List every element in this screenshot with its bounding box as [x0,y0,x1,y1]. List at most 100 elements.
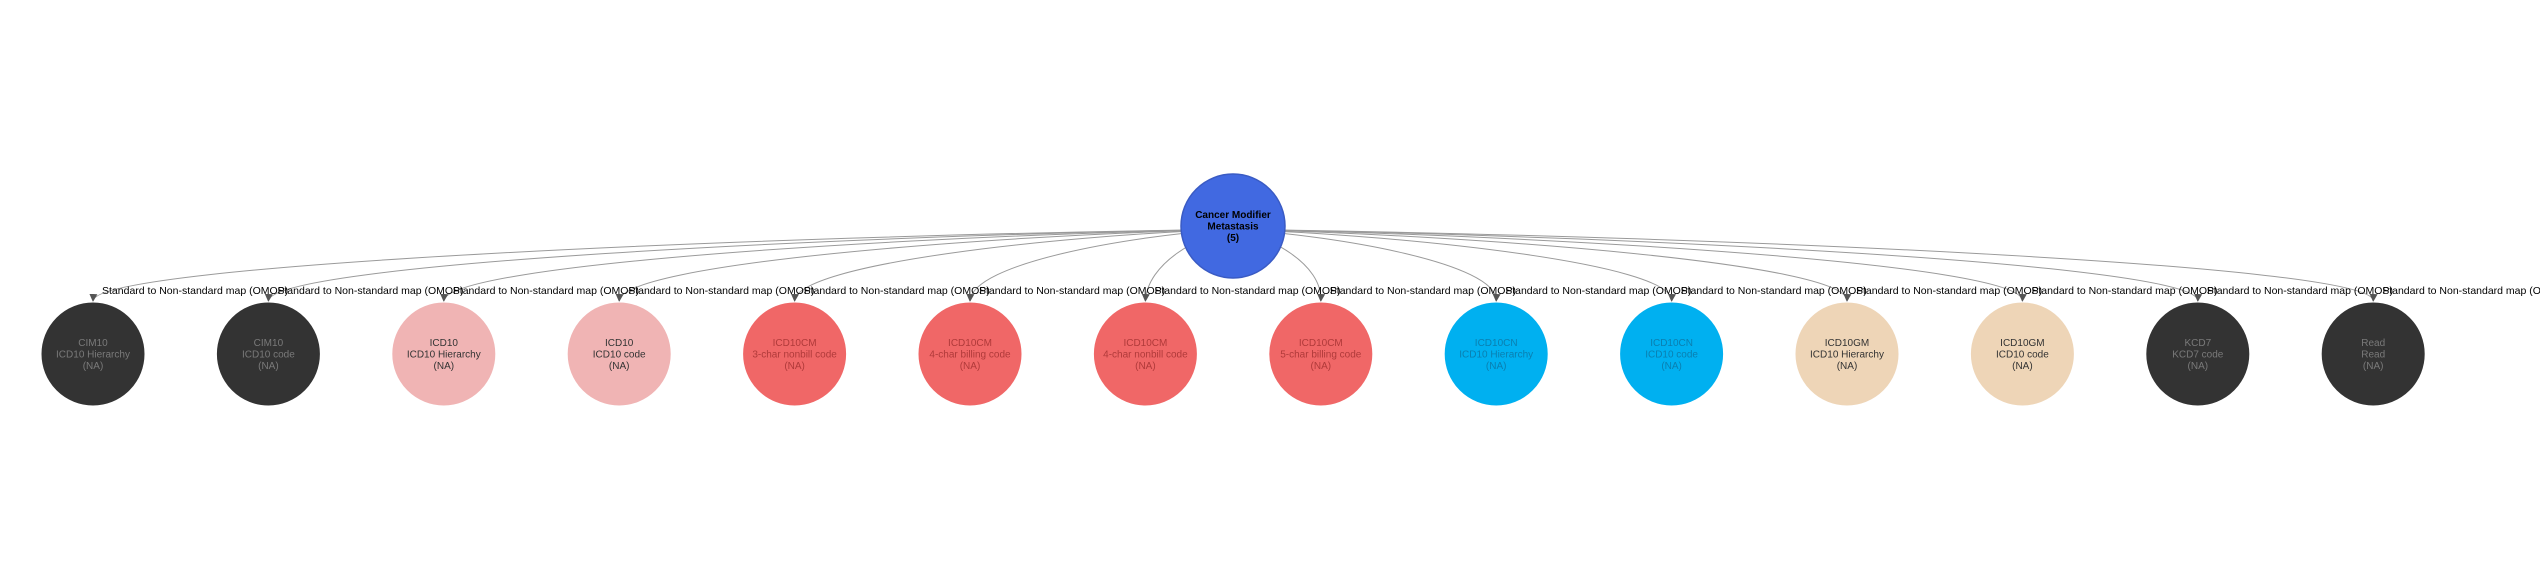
child-node-9-label-line-3: (NA) [1486,361,1507,372]
child-node-13-label-line-3: (NA) [2188,361,2209,372]
edge-14 [1278,229,2378,302]
child-node-3-label-line-3: (NA) [434,361,455,372]
edge-labels-layer: Standard to Non-standard map (OMOP)Stand… [102,285,2540,297]
child-node-1-label-line-1: CIM10 [78,338,108,349]
child-node-14-label-line-2: Read [2361,350,2385,361]
child-node-7-label-line-3: (NA) [1135,361,1156,372]
child-node-2-circle [215,301,321,407]
child-node-12-label-line-3: (NA) [2012,361,2033,372]
child-node-14-label-line-1: Read [2361,338,2385,349]
child-node-9-label-line-2: ICD10 Hierarchy [1459,350,1533,361]
child-node-3-circle [391,301,497,407]
edge-12 [1264,229,2027,302]
child-node-6-label-line-2: 4-char billing code [929,350,1011,361]
child-node-4-label-line-1: ICD10 [605,338,634,349]
child-node-8-label-line-3: (NA) [1311,361,1332,372]
child-node-14-circle [2320,301,2426,407]
edge-4 [615,229,1209,302]
child-node-13-label-line-2: KCD7 code [2172,350,2224,361]
child-node-1-label-line-2: ICD10 Hierarchy [56,350,130,361]
child-node-5-label-line-2: 3-char nonbill code [752,350,837,361]
child-node-1-circle [40,301,146,407]
child-node-4-label-line-2: ICD10 code [593,350,646,361]
root-node-label-line-1: Cancer Modifier [1195,210,1271,221]
edge-label-7: Standard to Non-standard map (OMOP) [1154,285,1340,297]
child-node-10-label-line-2: ICD10 code [1645,350,1698,361]
edge-5 [791,229,1216,302]
child-node-2-label-line-1: CIM10 [254,338,284,349]
edge-label-1: Standard to Non-standard map (OMOP) [102,285,288,297]
edge-13 [1271,229,2203,302]
child-node-11-label-line-1: ICD10GM [1825,338,1869,349]
edge-label-6: Standard to Non-standard map (OMOP) [979,285,1165,297]
child-node-12-circle [1969,301,2075,407]
child-node-7-circle [1092,301,1198,407]
child-node-4-label-line-3: (NA) [609,361,630,372]
child-node-6-label-line-1: ICD10CM [948,338,992,349]
child-node-4-circle [566,301,672,407]
child-node-7-label-line-1: ICD10CM [1123,338,1167,349]
child-node-11-circle [1794,301,1900,407]
child-node-3-label-line-2: ICD10 Hierarchy [407,350,481,361]
child-node-10-label-line-3: (NA) [1661,361,1682,372]
child-node-13-label-line-1: KCD7 [2184,338,2211,349]
child-node-7-label-line-2: 4-char nonbill code [1103,350,1188,361]
root-node-label-line-2: Metastasis [1207,222,1259,233]
child-node-2-label-line-3: (NA) [258,361,279,372]
child-node-9-circle [1443,301,1549,407]
child-node-6-label-line-3: (NA) [960,361,981,372]
child-node-2-label-line-2: ICD10 code [242,350,295,361]
edge-label-4: Standard to Non-standard map (OMOP) [628,285,814,297]
edge-label-13: Standard to Non-standard map (OMOP) [2207,285,2393,297]
child-node-10-label-line-1: ICD10CN [1650,338,1693,349]
edge-label-8: Standard to Non-standard map (OMOP) [1330,285,1516,297]
child-node-12-label-line-2: ICD10 code [1996,350,2049,361]
child-node-9-label-line-1: ICD10CN [1475,338,1518,349]
edge-label-11: Standard to Non-standard map (OMOP) [1856,285,2042,297]
child-node-8-label-line-1: ICD10CM [1299,338,1343,349]
edge-label-12: Standard to Non-standard map (OMOP) [2031,285,2217,297]
child-node-1-label-line-3: (NA) [83,361,104,372]
child-node-5-circle [742,301,848,407]
child-node-6-circle [917,301,1023,407]
edge-3 [440,229,1202,302]
edge-1 [89,229,1188,302]
child-node-8-label-line-2: 5-char billing code [1280,350,1362,361]
edge-10 [1250,229,1676,302]
edge-label-10: Standard to Non-standard map (OMOP) [1681,285,1867,297]
root-node-circle [1180,173,1286,279]
edge-label-2: Standard to Non-standard map (OMOP) [277,285,463,297]
child-node-5-label-line-1: ICD10CM [773,338,817,349]
edge-label-14: Standard to Non-standard map (OMOP) [2382,285,2540,297]
edge-label-3: Standard to Non-standard map (OMOP) [453,285,639,297]
edge-label-9: Standard to Non-standard map (OMOP) [1505,285,1691,297]
child-node-12-label-line-1: ICD10GM [2000,338,2044,349]
root-node-label-line-3: (5) [1227,233,1239,244]
child-node-8-circle [1268,301,1374,407]
child-node-11-label-line-2: ICD10 Hierarchy [1810,350,1884,361]
child-node-3-label-line-1: ICD10 [430,338,459,349]
edge-2 [264,229,1195,302]
edge-11 [1257,229,1852,302]
child-node-5-label-line-3: (NA) [784,361,805,372]
child-node-11-label-line-3: (NA) [1837,361,1858,372]
edge-label-5: Standard to Non-standard map (OMOP) [804,285,990,297]
child-node-13-circle [2145,301,2251,407]
